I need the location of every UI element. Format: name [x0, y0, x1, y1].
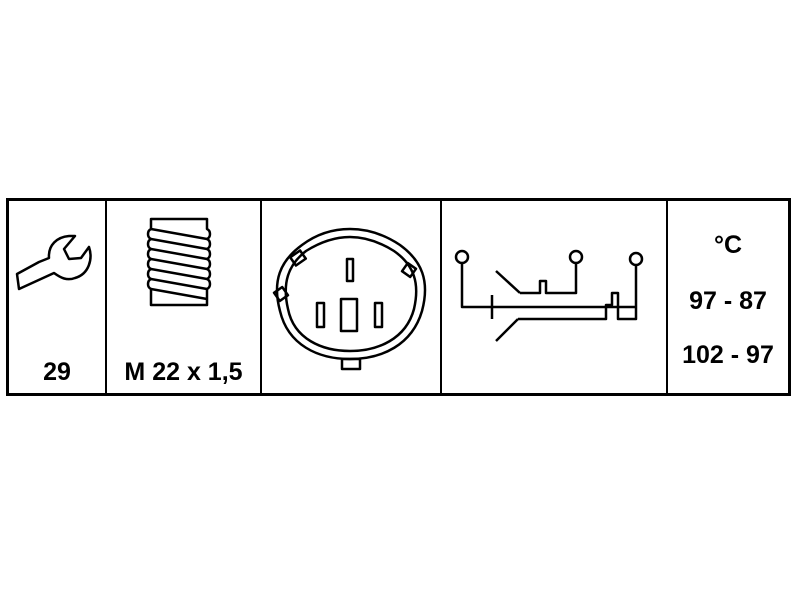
temperature-range-1: 97 - 87 [689, 287, 767, 315]
temperature-range-2: 102 - 97 [682, 341, 774, 369]
connector-cell [262, 201, 442, 393]
switch-cell [442, 201, 668, 393]
wrench-size-label: 29 [43, 358, 71, 386]
wrench-icon [15, 234, 92, 291]
connector-icon [272, 227, 427, 371]
wrench-cell: 29 [9, 201, 107, 393]
thread-cell: M 22 x 1,5 [107, 201, 262, 393]
thread-label: M 22 x 1,5 [124, 358, 243, 386]
switch-diagram-icon [454, 249, 644, 342]
temperature-cell: °C 97 - 87 102 - 97 [668, 201, 788, 393]
thread-icon [146, 217, 212, 307]
spec-strip: 29 M 22 x 1,5 [6, 198, 791, 396]
temperature-unit: °C [713, 231, 743, 259]
